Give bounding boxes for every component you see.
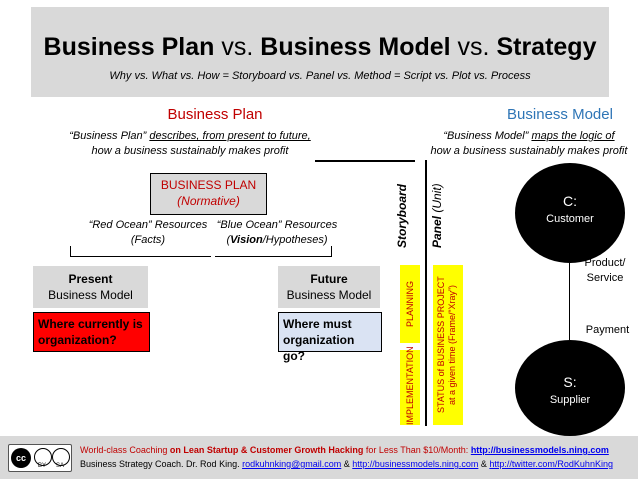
by-label: BY xyxy=(37,463,46,469)
customer-supplier-connector xyxy=(569,263,570,340)
business-plan-box: BUSINESS PLAN (Normative) xyxy=(150,173,267,215)
page-subtitle: Why vs. What vs. How = Storyboard vs. Pa… xyxy=(109,70,531,82)
business-model-heading: Business Model xyxy=(507,106,613,123)
future-business-model-box: Future Business Model xyxy=(278,266,380,308)
page-title: Business Plan vs. Business Model vs. Str… xyxy=(43,33,597,61)
planning-label: PLANNING xyxy=(405,281,415,328)
twitter-link[interactable]: http://twitter.com/RodKuhnKing xyxy=(489,459,613,469)
footer-bar: cc BY SA World-class Coaching on Lean St… xyxy=(0,436,638,479)
future-question-text: Where must organization go? xyxy=(283,317,355,363)
horizontal-divider xyxy=(315,160,415,162)
supplier-label: Supplier xyxy=(549,394,591,406)
implementation-bar: IMPLEMENTATION xyxy=(400,346,420,425)
attribution-icon xyxy=(34,448,52,466)
business-plan-box-title: BUSINESS PLAN xyxy=(160,178,257,192)
business-model-quote: “Business Model” maps the logic of how a… xyxy=(430,130,628,157)
business-plan-heading: Business Plan xyxy=(167,106,263,123)
present-business-model-label: Business Model xyxy=(48,288,133,302)
email-link[interactable]: rodkuhnking@gmail.com xyxy=(242,459,342,469)
creative-commons-badge[interactable]: cc BY SA xyxy=(8,444,72,472)
payment-label: Payment xyxy=(585,324,630,336)
red-ocean-resources-label: “Red Ocean” Resources(Facts) xyxy=(88,219,208,246)
present-question-box: Where currently is organization? xyxy=(33,312,150,352)
sa-label: SA xyxy=(55,463,64,469)
implementation-label: IMPLEMENTATION xyxy=(405,346,415,425)
share-alike-icon xyxy=(52,448,70,466)
cc-icon: cc xyxy=(11,448,31,468)
header-banner: Business Plan vs. Business Model vs. Str… xyxy=(31,7,609,97)
footer-line-2: Business Strategy Coach. Dr. Rod King. r… xyxy=(80,459,613,469)
left-bracket xyxy=(70,246,211,257)
vertical-divider xyxy=(425,160,427,426)
blue-ocean-resources-label: “Blue Ocean” Resources(Vision/Hypotheses… xyxy=(216,219,338,246)
right-bracket xyxy=(215,246,332,257)
panel-label: Panel (Unit) xyxy=(430,183,444,248)
storyboard-label: Storyboard xyxy=(395,183,409,248)
present-label: Present xyxy=(68,272,113,286)
supplier-circle: S: Supplier xyxy=(515,340,625,436)
customer-letter: C: xyxy=(563,193,577,209)
businessmodels-link[interactable]: http://businessmodels.ning.com xyxy=(470,445,609,455)
present-question-text: Where currently is organization? xyxy=(38,317,143,347)
footer-line-1: World-class Coaching on Lean Startup & C… xyxy=(80,445,609,455)
customer-label: Customer xyxy=(546,213,594,225)
businessmodels-link-2[interactable]: http://businessmodels.ning.com xyxy=(352,459,479,469)
customer-circle: C: Customer xyxy=(515,163,625,263)
business-plan-quote: “Business Plan” describes, from present … xyxy=(69,130,311,157)
future-question-box: Where must organization go? xyxy=(278,312,382,363)
supplier-letter: S: xyxy=(563,374,577,390)
planning-bar: PLANNING xyxy=(400,265,420,343)
present-business-model-box: Present Business Model xyxy=(33,266,148,308)
business-plan-box-subtitle: (Normative) xyxy=(177,194,240,208)
future-business-model-label: Business Model xyxy=(286,288,372,302)
future-label: Future xyxy=(310,272,348,286)
product-service-label: Product/ Service xyxy=(584,257,626,284)
